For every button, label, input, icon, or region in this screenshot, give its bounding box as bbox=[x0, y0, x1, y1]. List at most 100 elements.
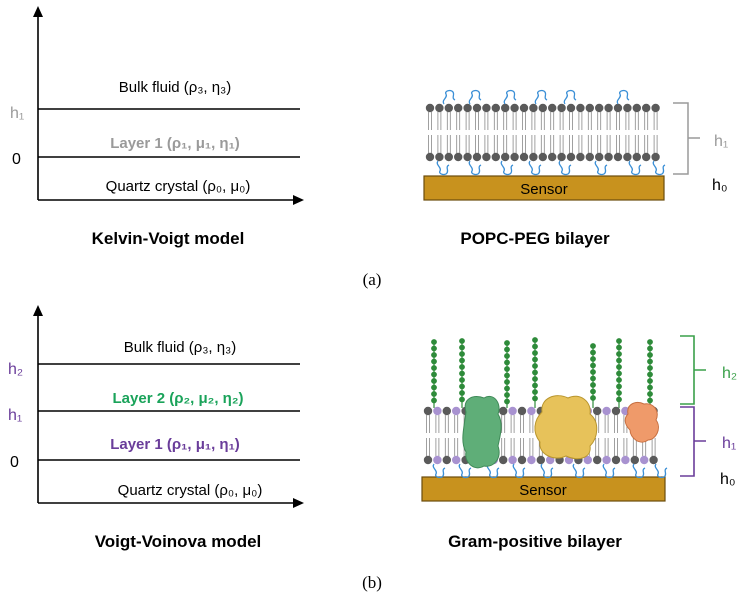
peg-coil bbox=[512, 463, 526, 479]
lipid-head bbox=[444, 103, 453, 113]
lipid-head bbox=[566, 103, 576, 113]
h1-bracket bbox=[680, 406, 706, 477]
lipid-head bbox=[566, 152, 576, 162]
lipid-head bbox=[602, 455, 611, 465]
y-axis-arrowhead bbox=[33, 305, 43, 316]
lipid-head bbox=[454, 152, 463, 162]
chain-bead bbox=[616, 357, 622, 364]
chain-bead bbox=[532, 343, 538, 350]
lipid-head bbox=[472, 103, 482, 113]
chain-bead bbox=[504, 346, 510, 353]
chain-bead bbox=[504, 366, 510, 372]
peg-coil bbox=[558, 160, 572, 176]
lipid-head bbox=[519, 152, 529, 162]
chain-bead bbox=[532, 369, 538, 376]
chain-bead bbox=[590, 349, 596, 356]
h0-label: h₀ bbox=[712, 177, 728, 194]
lipid-head bbox=[630, 455, 639, 465]
model-title: Kelvin-Voigt model bbox=[92, 229, 245, 248]
lipid-head bbox=[435, 152, 444, 162]
lipid-head bbox=[538, 103, 547, 113]
lipid-head bbox=[557, 103, 566, 113]
lipid-head bbox=[632, 103, 641, 113]
lipid-bilayer bbox=[425, 89, 666, 176]
lipid-head bbox=[517, 406, 527, 416]
lipid-head bbox=[499, 455, 508, 465]
chain-bead bbox=[647, 397, 653, 404]
lipid-head bbox=[538, 152, 547, 162]
chain-bead bbox=[431, 358, 437, 365]
lipid-head bbox=[442, 455, 451, 465]
chain-bead bbox=[459, 344, 465, 351]
chain-bead bbox=[504, 392, 510, 398]
chain-bead bbox=[431, 378, 437, 384]
peg-coil bbox=[528, 160, 542, 176]
sensor-label: Sensor bbox=[520, 181, 568, 198]
chain-bead bbox=[647, 378, 653, 384]
chain-bead bbox=[459, 351, 465, 357]
lipid-head bbox=[604, 152, 613, 162]
lipid-head bbox=[517, 455, 527, 465]
chain-bead bbox=[459, 364, 465, 370]
chain-bead bbox=[532, 395, 538, 402]
chain-bead bbox=[459, 377, 465, 383]
h2-axis-label: h₂ bbox=[8, 361, 23, 378]
chain-bead bbox=[504, 372, 510, 379]
chain-bead bbox=[431, 371, 437, 378]
chain-bead bbox=[590, 356, 596, 362]
h1-axis-label: h₁ bbox=[8, 407, 22, 424]
lipid-head bbox=[595, 152, 604, 162]
protein-green bbox=[462, 396, 502, 469]
x-axis-arrowhead bbox=[293, 498, 304, 508]
lipid-head bbox=[499, 406, 508, 416]
lipid-head bbox=[482, 103, 491, 113]
lipid-head bbox=[595, 103, 604, 113]
lipid-head bbox=[640, 455, 649, 465]
chain-bead bbox=[504, 340, 510, 346]
peg-coil bbox=[654, 463, 668, 479]
lipid-head bbox=[548, 152, 557, 162]
peg-coil bbox=[602, 463, 616, 479]
peg-coil bbox=[534, 89, 548, 105]
lipid-head bbox=[442, 406, 451, 416]
lipid-head bbox=[536, 455, 545, 465]
peg-coil bbox=[540, 463, 554, 479]
lipid-head bbox=[557, 152, 566, 162]
chain-bead bbox=[616, 377, 622, 383]
zero-axis-label: 0 bbox=[10, 454, 19, 471]
chain-bead bbox=[532, 356, 538, 363]
lipid-head bbox=[501, 152, 510, 162]
chain-bead bbox=[459, 396, 465, 403]
lipid-head bbox=[501, 103, 510, 113]
chain-bead bbox=[431, 345, 437, 352]
chain-bead bbox=[459, 338, 465, 344]
chain-bead bbox=[647, 371, 653, 378]
lipid-head bbox=[482, 152, 491, 162]
lipid-head bbox=[651, 152, 660, 162]
lipid-head bbox=[435, 103, 444, 113]
chain-bead bbox=[616, 370, 622, 377]
h0-label: h₀ bbox=[720, 471, 736, 488]
panel-a-caption: (a) bbox=[363, 270, 382, 289]
y-axis-arrowhead bbox=[33, 6, 43, 17]
lipid-head bbox=[642, 152, 651, 162]
h1-bracket-label: h₁ bbox=[722, 435, 736, 452]
lipid-head bbox=[425, 103, 435, 113]
lipid-head bbox=[576, 103, 585, 113]
lipid-head bbox=[463, 152, 472, 162]
lipid-head bbox=[452, 455, 461, 465]
peg-coil bbox=[628, 160, 642, 176]
h1-bracket bbox=[673, 102, 700, 175]
sensor-slab bbox=[421, 476, 666, 502]
layer2-label: Layer 2 (ρ₂, μ₂, η₂) bbox=[113, 390, 244, 407]
chain-bead bbox=[647, 358, 653, 365]
bilayer-title: POPC-PEG bilayer bbox=[460, 229, 610, 248]
lipid-head bbox=[649, 455, 658, 465]
chain-bead bbox=[590, 388, 596, 395]
lipid-head bbox=[444, 152, 453, 162]
chain-bead bbox=[504, 398, 510, 405]
chain-bead bbox=[647, 352, 653, 358]
protein-yellow bbox=[534, 395, 598, 460]
lipid-head bbox=[611, 455, 621, 465]
